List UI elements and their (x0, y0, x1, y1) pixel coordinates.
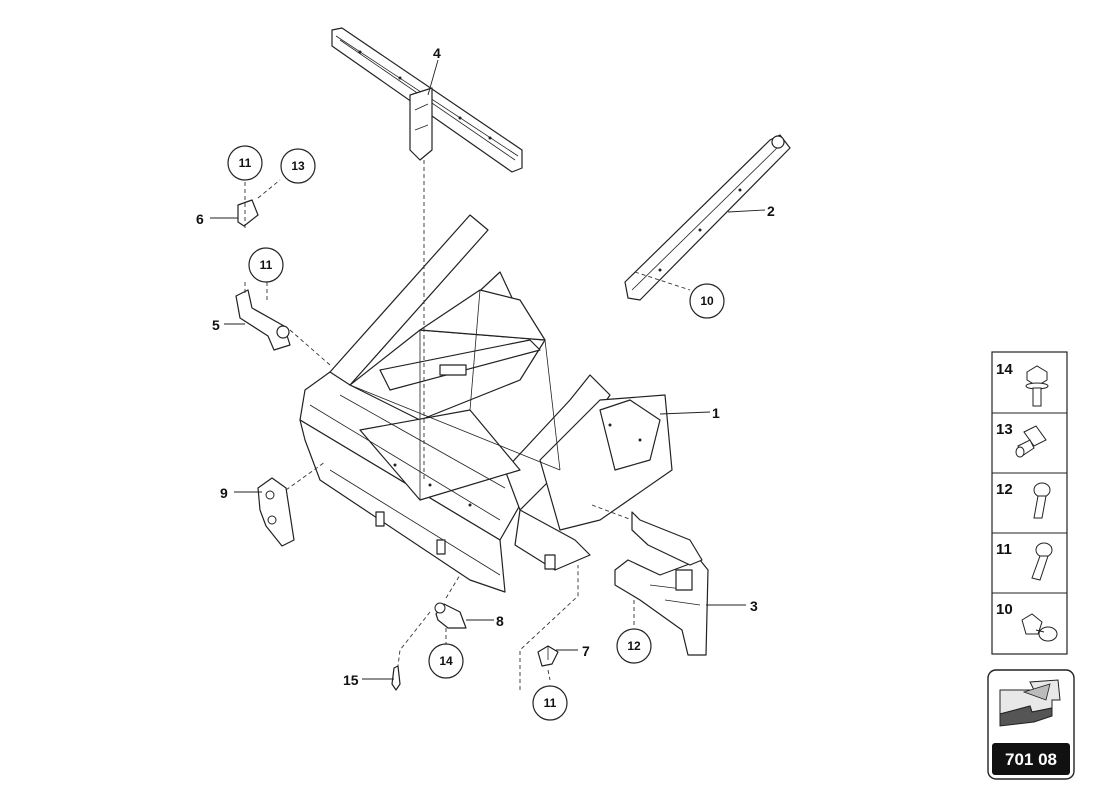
svg-text:12: 12 (996, 481, 1013, 498)
svg-text:12: 12 (627, 639, 641, 653)
fastener-item-10: 10 (996, 601, 1058, 642)
fastener-panel: 14 13 12 11 (991, 351, 1068, 655)
svg-text:11: 11 (239, 156, 252, 170)
stud-bolt-icon (1015, 425, 1047, 458)
reference-box: 701 08 (987, 669, 1075, 780)
part-5-bracket (235, 289, 291, 351)
fastener-item-13: 13 (996, 421, 1047, 458)
svg-text:13: 13 (996, 421, 1013, 438)
circled-callout-13: 13 (280, 148, 316, 184)
part-2-side-beam (624, 134, 791, 301)
circled-callout-11: 11 (248, 247, 284, 283)
callout-8: 8 (496, 613, 504, 629)
svg-text:14: 14 (996, 361, 1013, 378)
svg-text:13: 13 (291, 159, 305, 173)
callout-2: 2 (767, 203, 775, 219)
circled-callout-11: 11 (227, 145, 263, 181)
callout-6: 6 (196, 211, 204, 227)
svg-text:10: 10 (700, 294, 714, 308)
part-1-main-frame (299, 214, 673, 593)
callout-7: 7 (582, 643, 590, 659)
callout-9: 9 (220, 485, 228, 501)
flange-bolt-icon (1025, 365, 1049, 407)
hex-bolt-washer-icon (1021, 613, 1058, 642)
fastener-item-12: 12 (996, 481, 1051, 519)
svg-text:14: 14 (439, 654, 453, 668)
part-3-side-mount (614, 511, 709, 656)
part-4-cross-beam (331, 27, 523, 173)
part-6-clip (237, 199, 259, 227)
part-15-hook (391, 665, 401, 691)
circled-callout-14: 14 (428, 643, 464, 679)
callout-3: 3 (750, 598, 758, 614)
fastener-item-11: 11 (996, 541, 1053, 581)
callout-labels: 1 2 3 4 5 6 7 8 9 15 (196, 45, 775, 688)
circled-callout-12: 12 (616, 628, 652, 664)
direction-arrow-icon (999, 679, 1061, 727)
svg-text:11: 11 (260, 258, 273, 272)
callout-4: 4 (433, 45, 441, 61)
circled-callout-10: 10 (689, 283, 725, 319)
svg-text:10: 10 (996, 601, 1013, 618)
fastener-item-14: 14 (996, 361, 1049, 407)
part-9-mount (257, 477, 295, 547)
leader-lines (210, 59, 766, 680)
reference-code: 701 08 (1005, 750, 1057, 769)
part-7-clip (537, 645, 559, 667)
callout-15: 15 (343, 672, 359, 688)
svg-text:11: 11 (996, 541, 1012, 558)
screw-icon (1031, 542, 1053, 581)
part-8-bracket (434, 602, 467, 629)
assembly-guide-lines (244, 160, 691, 690)
callout-1: 1 (712, 405, 720, 421)
callout-5: 5 (212, 317, 220, 333)
screw-icon (1033, 482, 1051, 519)
circled-callouts: 11 13 11 10 14 12 11 (227, 145, 725, 721)
svg-text:11: 11 (544, 696, 557, 710)
circled-callout-11: 11 (532, 685, 568, 721)
